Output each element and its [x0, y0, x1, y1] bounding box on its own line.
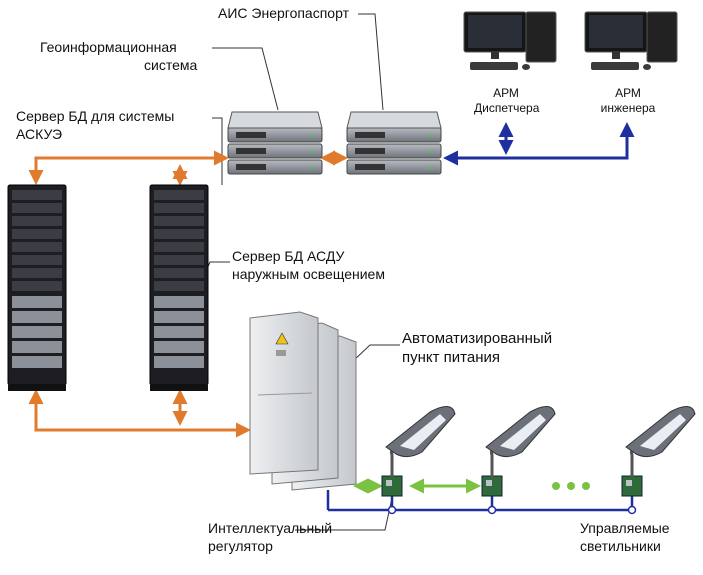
- ellipsis-dots: [552, 482, 590, 490]
- gis-label-line2: система: [144, 57, 198, 73]
- app-label-line1: Автоматизированный: [402, 330, 553, 347]
- blue-links: [443, 122, 635, 166]
- dispatcher-workstation-icon: [463, 11, 557, 70]
- ais-server-icon: [346, 111, 442, 175]
- ais-label: АИС Энергопаспорт: [218, 5, 349, 21]
- lamps-label-line1: Управляемые: [580, 520, 670, 536]
- orange-links: [28, 150, 348, 438]
- street-lamp-icon: [625, 406, 696, 478]
- asdu-rack-icon: [149, 184, 209, 391]
- link-askue-gis: [28, 150, 229, 185]
- askue-label-line2: АСКУЭ: [16, 126, 63, 142]
- askue-rack-icon: [7, 184, 67, 391]
- regulator-label-line2: регулятор: [208, 538, 273, 554]
- power-cabinet-icon: [249, 311, 357, 491]
- arm-engineer-label-line2: инженера: [600, 101, 656, 115]
- lamps-label-line2: светильники: [580, 538, 661, 554]
- link-askue-cabinet: [28, 389, 251, 438]
- arm-dispatcher-label-line1: АРМ: [493, 86, 519, 100]
- arm-engineer-label-line1: АРМ: [615, 86, 641, 100]
- link-ais-arm: [443, 122, 635, 166]
- asdu-label-line2: наружным освещением: [232, 266, 385, 282]
- app-label-line2: пункт питания: [402, 349, 501, 366]
- gis-server-icon: [227, 111, 323, 175]
- asdu-label-line1: Сервер БД АСДУ: [232, 248, 345, 264]
- engineer-workstation-icon: [584, 11, 678, 70]
- gis-label-line1: Геоинформационная: [40, 39, 177, 55]
- street-lamp-icon: [485, 406, 556, 478]
- street-lamp-icon: [385, 406, 456, 478]
- regulator-icon: [381, 475, 643, 497]
- power-nodes: [387, 505, 637, 515]
- regulator-label-line1: Интеллектуальный: [208, 520, 333, 536]
- askue-label-line1: Сервер БД для системы: [16, 108, 175, 124]
- arm-dispatcher-label-line2: Диспетчера: [474, 101, 540, 115]
- leader-lines: [199, 13, 400, 531]
